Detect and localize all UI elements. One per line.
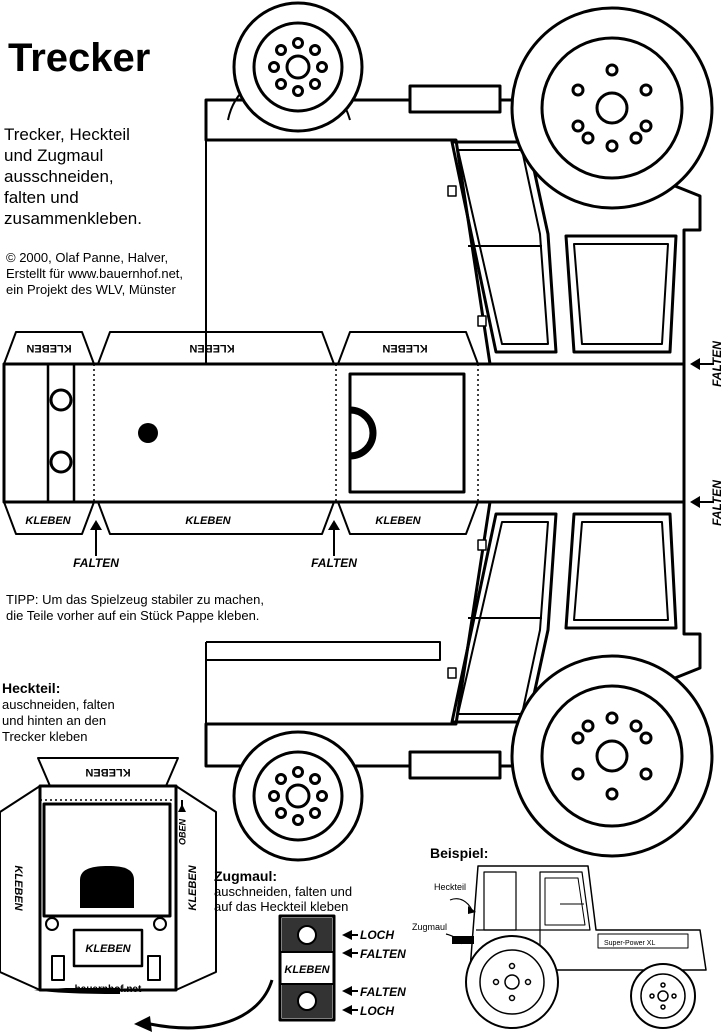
zugmaul-instructions: auschneiden, falten und auf das Heckteil… <box>214 884 353 914</box>
heckteil-instructions: auschneiden, falten und hinten an den Tr… <box>2 697 115 744</box>
page-title: Trecker <box>8 36 151 80</box>
wheel-large-bottom <box>510 654 714 858</box>
glue-flaps-top <box>3 331 479 365</box>
heckteil-title: Heckteil: <box>2 680 61 696</box>
kleben-label-top-2: KLEBEN <box>189 342 234 354</box>
tractor-side-top <box>204 70 702 366</box>
example-title: Beispiel: <box>430 845 489 861</box>
example-brand-label: Super-Power XL <box>604 940 655 947</box>
falten-label-right-top: FALTEN <box>710 341 724 387</box>
kleben-label-top-3: KLEBEN <box>382 342 427 354</box>
falten-label-left: FALTEN <box>73 556 119 570</box>
kleben-label-bottom-1: KLEBEN <box>25 515 71 527</box>
zugmaul-falten-label-2: FALTEN <box>360 985 406 999</box>
zugmaul-falten-label-1: FALTEN <box>360 947 406 961</box>
kleben-label-top-1: KLEBEN <box>26 342 71 354</box>
example-tractor-drawing <box>445 865 707 1029</box>
wheel-small-bottom <box>232 730 364 862</box>
tip-text: TIPP: Um das Spielzeug stabiler zu mache… <box>6 592 264 623</box>
heckteil-kleben-left: KLEBEN <box>12 865 24 911</box>
zugmaul-kleben-label: KLEBEN <box>284 964 330 976</box>
credit-text: © 2000, Olaf Panne, Halver, Erstellt für… <box>6 250 184 297</box>
curved-arrow-icon <box>134 979 274 1032</box>
heckteil-logo-text: bauernhof.net <box>75 984 142 995</box>
kleben-label-bottom-3: KLEBEN <box>375 515 421 527</box>
heckteil-cutout <box>0 757 217 994</box>
heckteil-kleben-right: KLEBEN <box>187 864 199 910</box>
example-heckteil-label: Heckteil <box>434 882 466 892</box>
wheel-large-top <box>510 6 714 210</box>
instructions-text: Trecker, Heckteil und Zugmaul ausschneid… <box>4 125 142 228</box>
tractor-side-bottom <box>204 500 702 780</box>
zugmaul-loch-label-2: LOCH <box>360 1004 394 1018</box>
wheel-small-top <box>232 1 364 133</box>
glue-flaps-bottom <box>3 501 479 535</box>
zugmaul-cutout <box>278 914 358 1022</box>
zugmaul-title: Zugmaul: <box>214 868 277 884</box>
example-zugmaul-label: Zugmaul <box>412 922 447 932</box>
fold-arrow-icons <box>90 358 714 556</box>
kleben-label-bottom-2: KLEBEN <box>185 515 231 527</box>
falten-label-right-bottom: FALTEN <box>710 480 724 526</box>
heckteil-oben-label: OBEN <box>177 819 187 846</box>
tractor-center-strip <box>2 362 686 504</box>
heckteil-kleben-top: KLEBEN <box>85 766 130 778</box>
heckteil-kleben-center: KLEBEN <box>85 943 131 955</box>
falten-label-middle: FALTEN <box>311 556 357 570</box>
zugmaul-loch-label-1: LOCH <box>360 928 394 942</box>
